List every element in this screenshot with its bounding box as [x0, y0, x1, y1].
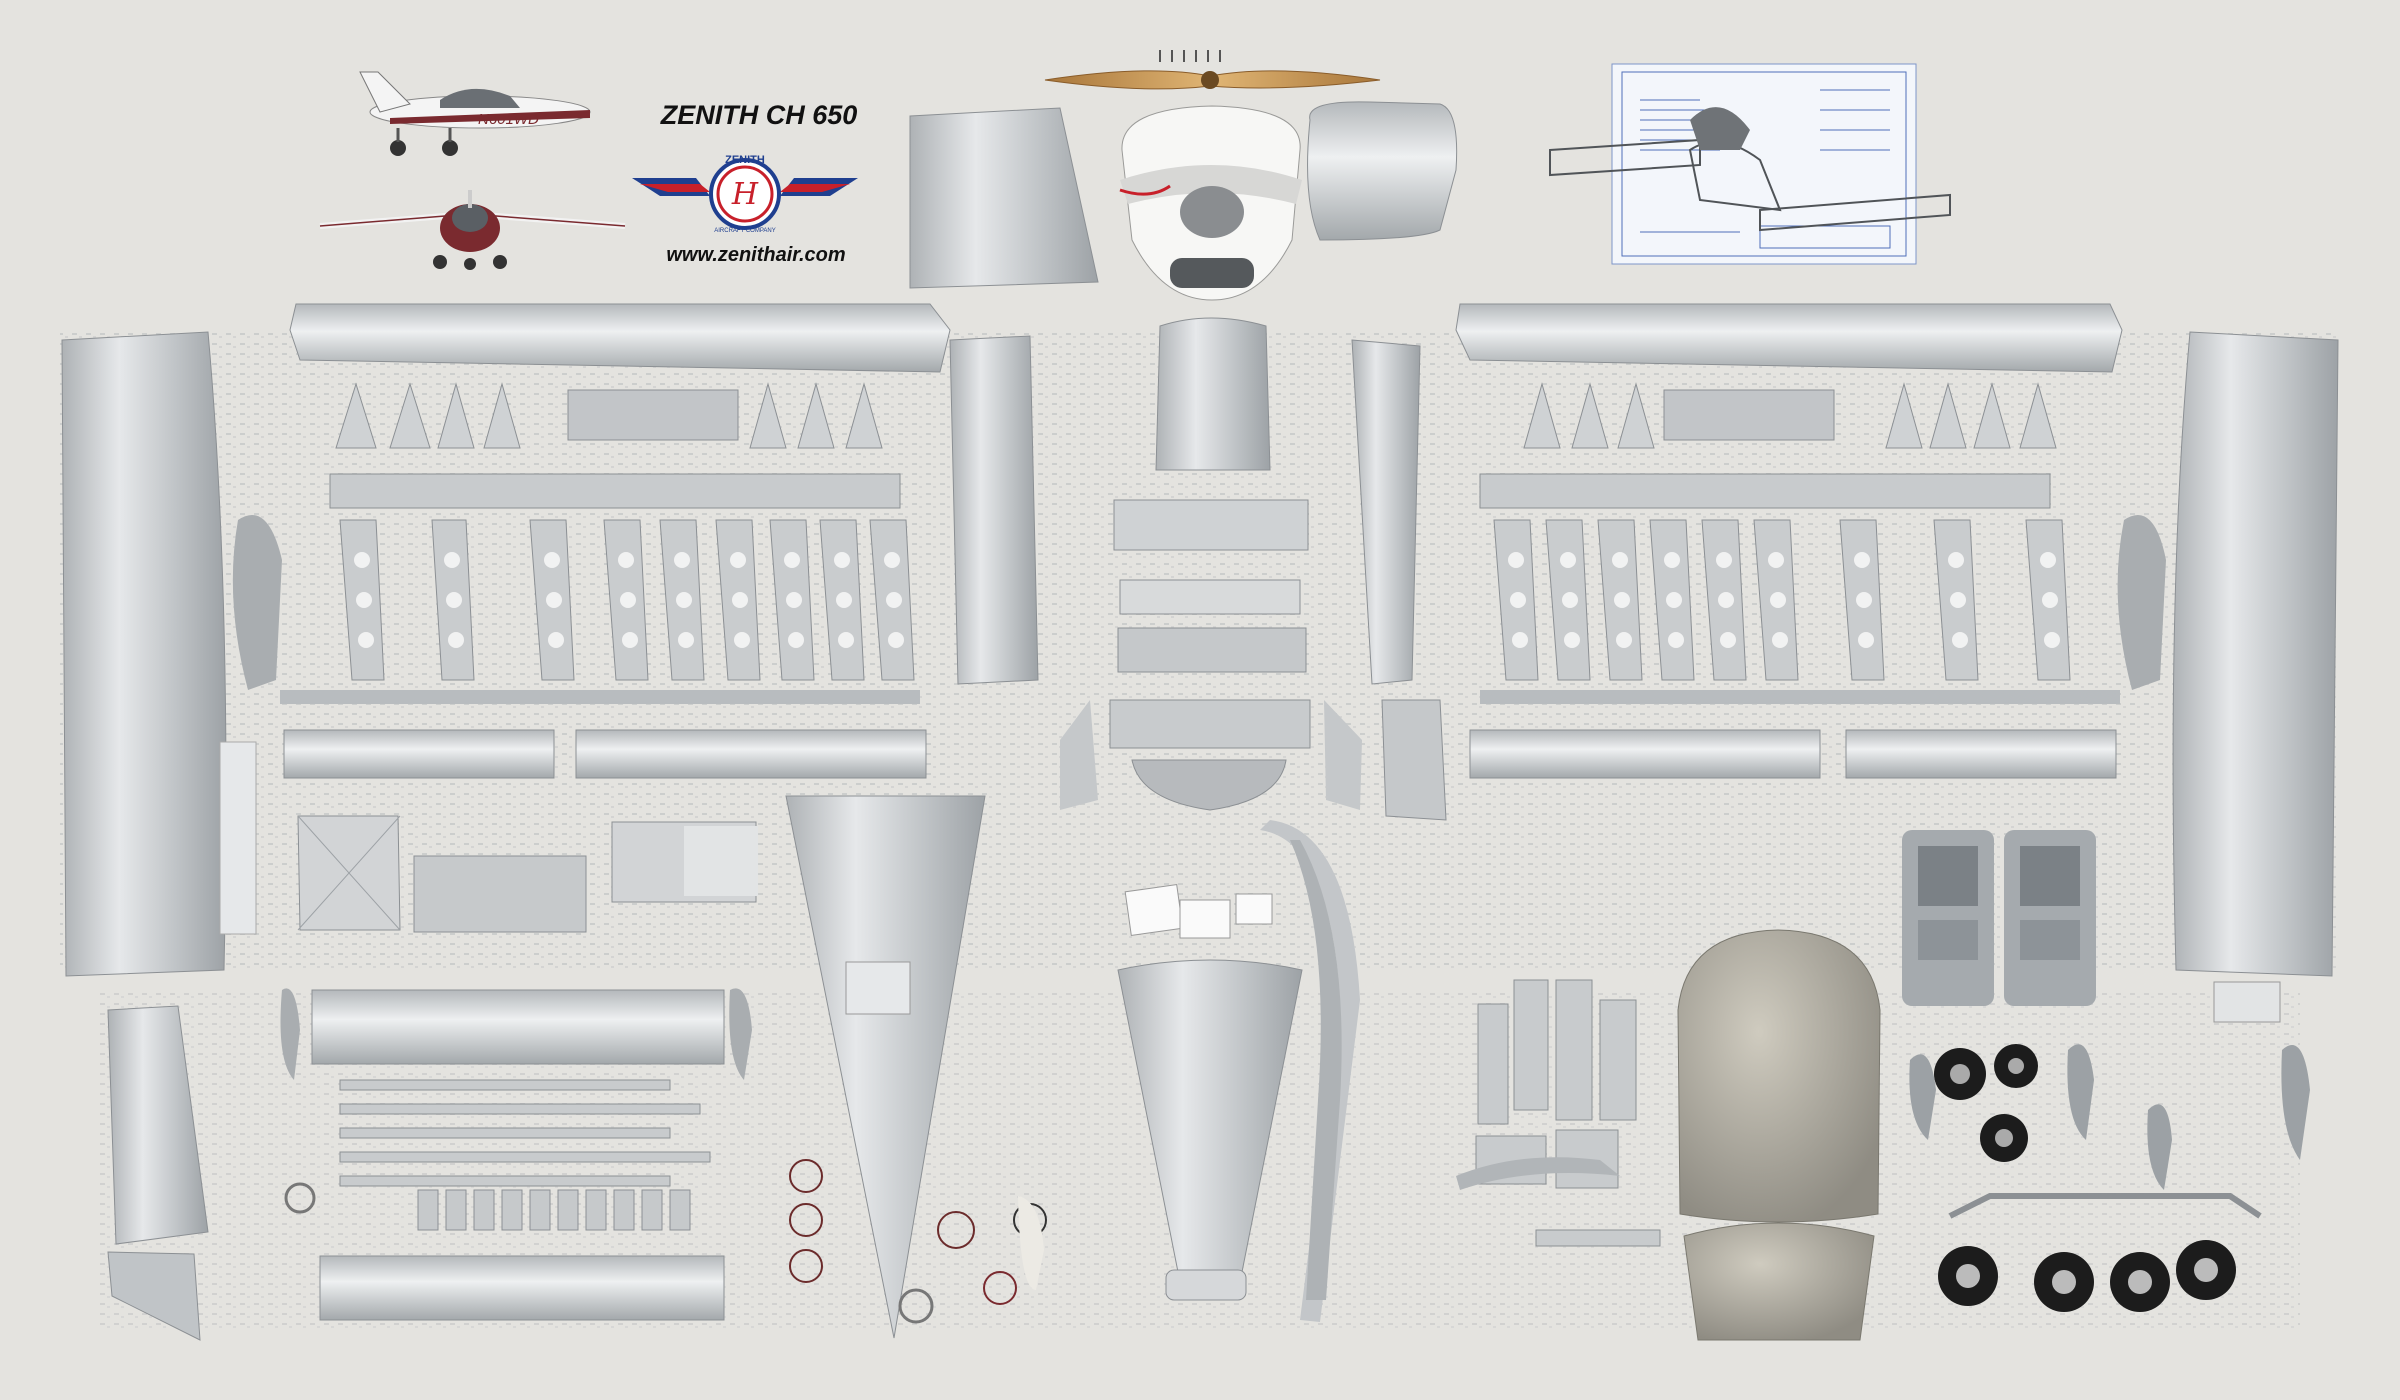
- airplane-front-photo: [319, 190, 626, 270]
- right-wing-leading-edge: [1455, 303, 2123, 373]
- instrument-panel-frame: [1113, 499, 1309, 551]
- tail-tips: [280, 988, 752, 1080]
- small-brackets: [417, 1189, 691, 1231]
- left-nose-ribs: [335, 382, 883, 449]
- baggage-floor: [413, 855, 587, 933]
- wheel-fairings: [1909, 1044, 2310, 1190]
- stringer-strip: [219, 741, 257, 935]
- left-wing-skin: [61, 331, 227, 977]
- bulkhead: [1119, 579, 1301, 615]
- propeller: [1044, 70, 1381, 90]
- left-rear-spar: [280, 690, 920, 704]
- access-plate: [2213, 981, 2281, 1023]
- horizontal-stabilizer: [311, 989, 725, 1065]
- left-wing-leading-edge: [289, 303, 951, 373]
- gear-leg-fairing-left: [1060, 700, 1098, 810]
- vertical-stabilizer: [107, 1005, 209, 1245]
- stringer-curved: [1290, 840, 1342, 1300]
- tail-post: [1165, 1269, 1247, 1301]
- brand-title: ZENITH CH 650: [660, 100, 858, 130]
- canopy: [1677, 929, 1881, 1341]
- blueprint-drawing: [1549, 63, 1951, 265]
- left-flap: [575, 729, 927, 779]
- canopy-rail-right: [1260, 820, 1360, 1322]
- right-flap: [1469, 729, 1821, 779]
- gear-leg-fairing-right: [1324, 700, 1362, 810]
- airplane-side-photo: N601WD: [359, 71, 591, 156]
- right-nose-ribs: [1523, 382, 2057, 449]
- side-frame-parts: [1475, 979, 1637, 1189]
- seat-back-panel: [1381, 699, 1447, 821]
- website-link[interactable]: www.zenithair.com: [666, 244, 846, 266]
- left-wing-tip: [232, 515, 282, 690]
- right-wing-ribs: [1493, 519, 2071, 681]
- door-frame-inner: [684, 826, 758, 896]
- tank-cover: [1131, 759, 1287, 811]
- right-aileron: [1845, 729, 2117, 779]
- zenith-logo: H ZENITH AIRCRAFT COMPANY: [632, 154, 858, 234]
- control-stick-boot: [1018, 1196, 1044, 1290]
- elevator: [319, 1255, 725, 1321]
- logo-word: ZENITH: [725, 154, 765, 166]
- aircraft-registration: N601WD: [478, 111, 539, 128]
- pulleys: [284, 1182, 934, 1324]
- right-wing-skin: [2172, 331, 2339, 977]
- rudder: [107, 1251, 201, 1341]
- tail-ribs: [339, 1079, 711, 1187]
- right-main-spar: [1479, 473, 2051, 509]
- landing-gear-spring: [1948, 1193, 2262, 1219]
- top-fuselage-skin: [1155, 317, 1271, 471]
- fuselage-side-panel-right: [1351, 339, 1421, 685]
- bolt-set: [1159, 50, 1221, 62]
- fuselage-side-panel-left: [949, 335, 1039, 685]
- seat-pan: [1109, 699, 1311, 749]
- wheel: [1934, 1044, 2236, 1312]
- cowling-cover-panel: [1307, 101, 1458, 241]
- floor-panel: [1117, 627, 1307, 673]
- long-channel: [1535, 1229, 1661, 1247]
- logo-subtitle: AIRCRAFT COMPANY: [714, 228, 775, 234]
- seat: [1902, 830, 2096, 1006]
- canopy-frame-tube: [1456, 1157, 1620, 1190]
- right-rear-spar: [1480, 690, 2120, 704]
- svg-text:H: H: [731, 177, 759, 212]
- access-panel: [845, 961, 911, 1015]
- plans-documents: [1124, 884, 1273, 939]
- engine-cowling: [1119, 105, 1302, 301]
- tail-cone-skin: [785, 795, 986, 1339]
- firewall-panel: [909, 107, 1099, 289]
- left-aileron: [283, 729, 555, 779]
- left-main-spar: [329, 473, 901, 509]
- left-wing-ribs: [339, 519, 915, 681]
- right-wing-tip: [2117, 515, 2166, 690]
